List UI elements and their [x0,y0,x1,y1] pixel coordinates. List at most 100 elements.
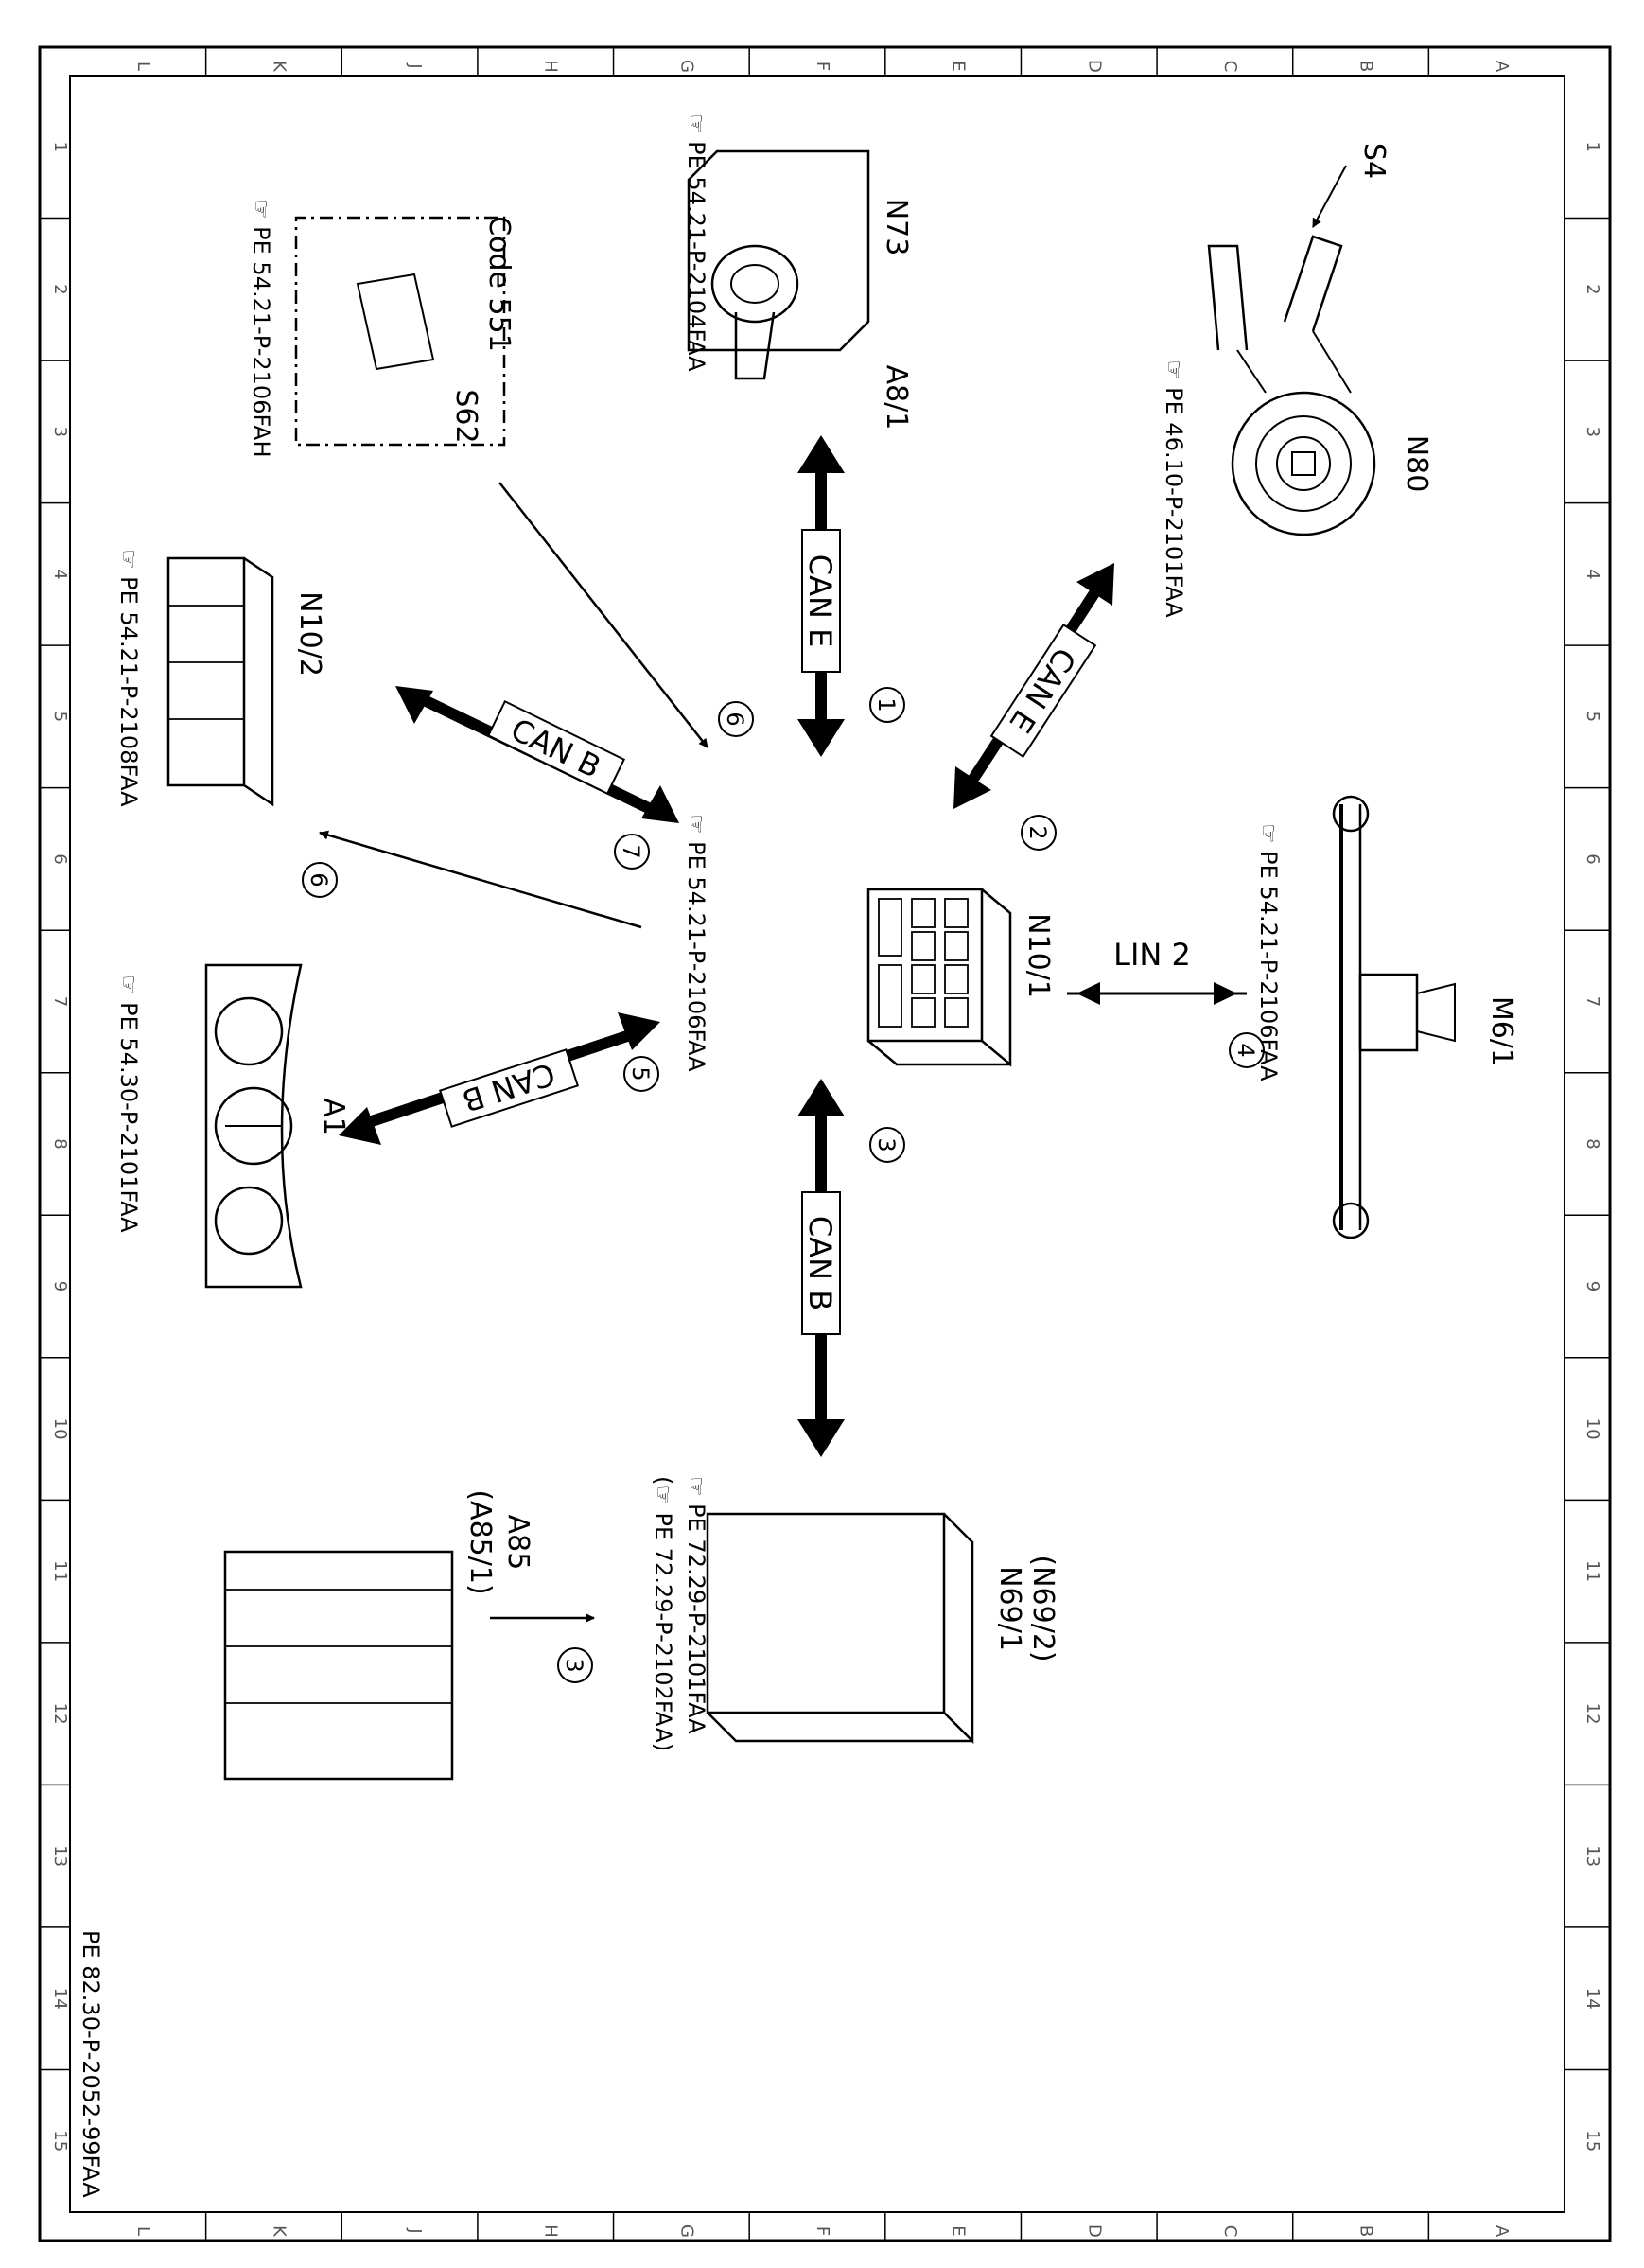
grid-number-right: 4 [1583,569,1602,579]
grid-letter-bottom: K [269,2225,289,2238]
n80-label: N80 [1400,435,1433,493]
grid-letter-bottom: L [133,2226,153,2236]
connection-lin-4: LIN 2 4 [1067,937,1265,1068]
grid-number-right: 7 [1583,996,1602,1007]
s62-label: S62 [449,389,482,443]
can-b-5-label: CAN B [458,1055,559,1118]
m6-1-wiper-motor: M6/1 [1332,795,1518,1239]
n10-2-module: N10/2 [166,556,326,807]
rotated-content: N10/1 ☞ PE 54.21-P-2106FAA N73 A8/1 ☞ PE… [78,114,1518,2198]
s4-label: S4 [1357,143,1390,179]
grid-number-right: 2 [1583,284,1602,294]
grid-number-right: 12 [1583,1703,1602,1725]
connection-signal-6b: 6 [302,830,642,929]
connection-can-b-5: CAN B 5 [339,1012,660,1145]
grid-letter-bottom: C [1220,2225,1240,2238]
n10-2-ref: ☞ PE 54.21-P-2108FAA [115,549,142,807]
connection-signal-6a: 6 [498,482,754,748]
can-b-3-label: CAN B [802,1216,838,1310]
n69-2-label: (N69/2) [1026,1555,1059,1661]
conn-6b-number: 6 [306,872,332,887]
document-id: PE 82.30-P-2052-99FAA [78,1930,104,2198]
conn-6a-number: 6 [722,712,748,726]
a1-instrument-cluster: A1 [204,963,350,1289]
grid-number-left: 9 [50,1281,70,1292]
grid-letter-bottom: D [1084,2224,1104,2238]
a1-label: A1 [317,1098,350,1135]
conn-a85-3-number: 3 [561,1658,587,1672]
conn-5-number: 5 [627,1066,654,1081]
grid-number-right: 3 [1583,427,1602,437]
grid-letter-top: E [949,61,969,71]
grid-number-left: 10 [50,1418,70,1440]
grid-number-left: 5 [50,712,70,722]
n73-ref: ☞ PE 54.21-P-2104FAA [683,114,709,372]
grid-letter-bottom: F [813,2226,832,2236]
grid-letter-top: K [269,61,289,73]
a85-label: A85 [501,1515,534,1571]
m6-1-label: M6/1 [1485,996,1518,1066]
grid-number-right: 10 [1583,1418,1602,1440]
grid-number-right: 13 [1583,1845,1602,1867]
grid-number-left: 3 [50,427,70,437]
n69-1-ref1: ☞ PE 72.29-P-2101FAA [683,1476,709,1734]
grid-letter-bottom: G [676,2224,696,2238]
conn-3-number: 3 [873,1137,900,1152]
grid-number-right: 8 [1583,1138,1602,1149]
grid-letter-bottom: E [949,2225,969,2236]
grid-number-right: 5 [1583,712,1602,722]
grid-number-left: 12 [50,1703,70,1725]
lin-2-label: LIN 2 [1113,937,1191,973]
grid-letter-top: C [1220,61,1240,73]
grid-letter-top: A [1492,61,1512,73]
s62-code-label: Code 551 [482,216,516,352]
grid-number-left: 7 [50,996,70,1007]
grid-letter-bottom: J [405,2227,425,2233]
grid-letter-top: J [405,62,425,68]
n69-1-ref2: (☞ PE 72.29-P-2102FAA) [650,1476,676,1751]
s62-switch-box: Code 551 S62 [294,216,516,447]
connection-a85-3: 3 [490,1613,595,1683]
connection-can-b-3: CAN B 3 [797,1079,905,1457]
n69-1-label: N69/1 [993,1566,1026,1651]
n80-steering-column-module: N80 [1207,235,1433,536]
conn-7-number: 7 [618,844,644,858]
grid-letter-top: F [813,62,832,71]
outer-frame [38,45,1612,2242]
grid-number-right: 15 [1583,2130,1602,2152]
grid-number-left: 15 [50,2130,70,2152]
grid-number-left: 14 [50,1988,70,2010]
n80-ref: ☞ PE 46.10-P-2101FAA [1161,360,1187,618]
grid-number-right: 6 [1583,853,1602,864]
grid-number-right: 11 [1583,1560,1602,1582]
grid-letter-bottom: A [1492,2225,1512,2238]
can-b-7-label: CAN B [505,712,606,785]
s62-ref: ☞ PE 54.21-P-2106FAH [248,199,274,458]
s4-pointer [1312,165,1347,228]
conn-4-number: 4 [1233,1043,1259,1057]
grid-number-left: 8 [50,1138,70,1149]
grid-number-right: 14 [1583,1988,1602,2010]
a85-module: A85 (A85/1) [223,1489,534,1781]
m6-1-ref: ☞ PE 54.21-P-2106FAA [1255,823,1282,1081]
inner-frame [69,75,1565,2213]
n73-ignition-switch: N73 A8/1 [687,149,913,431]
grid-letter-bottom: H [541,2224,561,2238]
conn-1-number: 1 [873,697,900,712]
grid-number-left: 1 [50,142,70,152]
grid-letter-top: B [1356,61,1376,72]
grid-letter-top: L [133,62,153,71]
grid-number-left: 4 [50,569,70,579]
n10-2-label: N10/2 [293,591,326,677]
grid-letter-top: D [1084,60,1104,73]
grid-number-right: 1 [1583,142,1602,152]
connection-can-e-1: CAN E 1 [797,435,905,757]
a8-1-label: A8/1 [880,365,913,431]
can-e-1-label: CAN E [802,554,838,648]
n10-1-label: N10/1 [1022,913,1055,998]
grid-letter-top: G [676,60,696,73]
a1-ref: ☞ PE 54.30-P-2101FAA [115,975,142,1233]
